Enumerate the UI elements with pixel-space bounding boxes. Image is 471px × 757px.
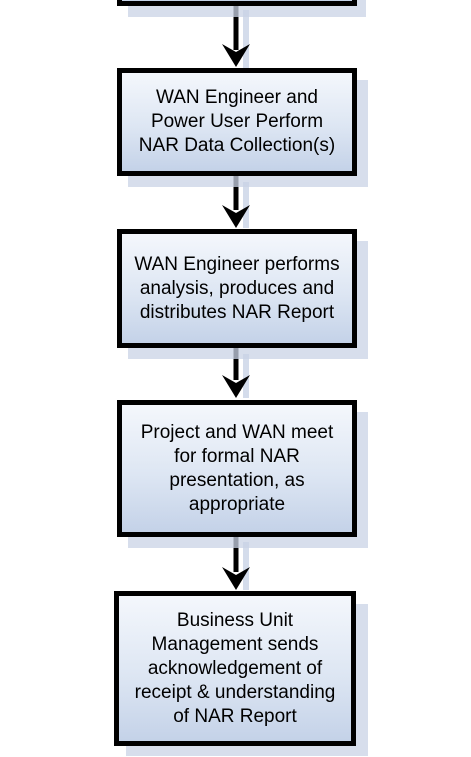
step-box-data-collection: WAN Engineer and Power User Perform NAR … [117, 68, 357, 176]
arrowhead-2 [222, 205, 250, 228]
step-3-text: Project and WAN meet for formal NAR pres… [140, 421, 334, 515]
arrowhead-3 [222, 375, 250, 398]
step-box-acknowledgement: Business Unit Management sends acknowled… [114, 591, 356, 746]
step-box-analysis-report: WAN Engineer performs analysis, produces… [117, 229, 357, 348]
step-4-text: Business Unit Management sends acknowled… [134, 609, 336, 727]
arrowhead-1 [222, 44, 250, 67]
step-box-partial [117, 0, 357, 6]
arrowhead-4 [222, 567, 250, 590]
step-1-text: WAN Engineer and Power User Perform NAR … [138, 87, 336, 156]
step-2-text: WAN Engineer performs analysis, produces… [134, 253, 340, 323]
step-box-presentation: Project and WAN meet for formal NAR pres… [117, 400, 357, 537]
